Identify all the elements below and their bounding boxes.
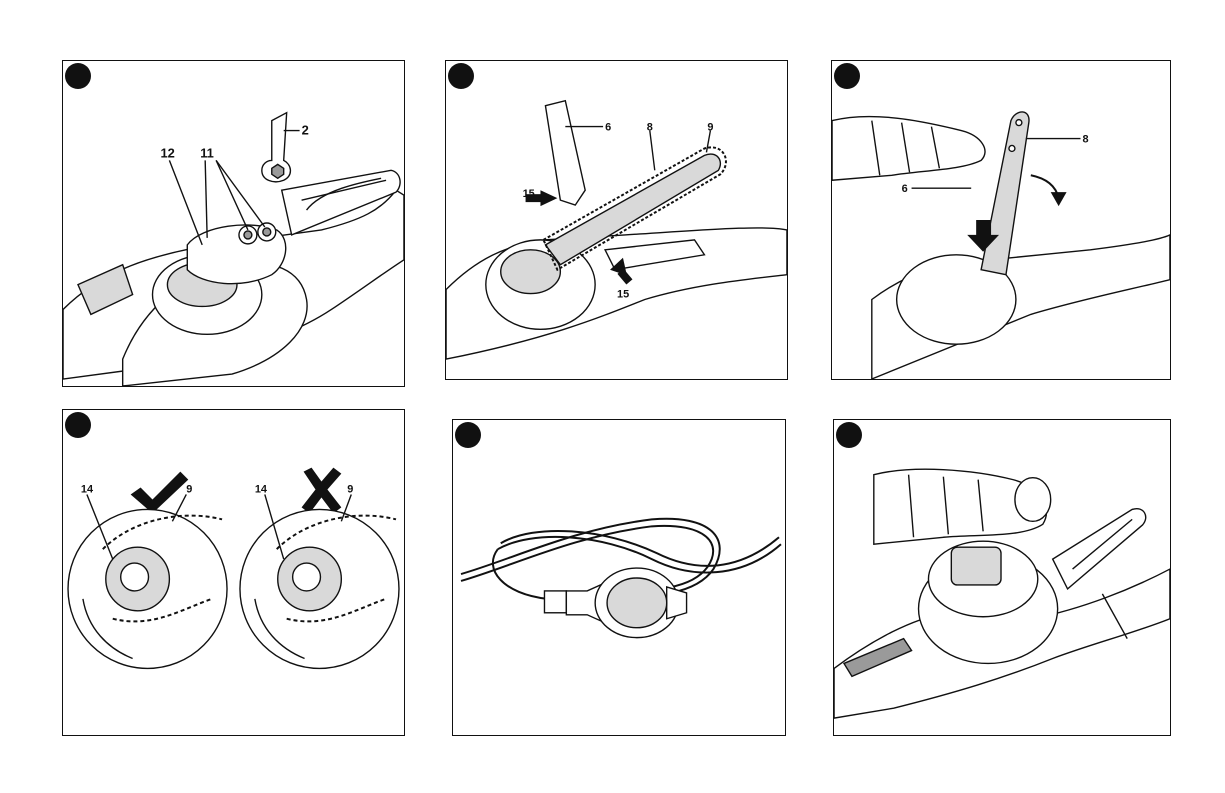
label-9: 9 [707, 122, 713, 134]
label-6: 6 [605, 122, 611, 134]
label-11: 11 [200, 145, 214, 160]
label-14-right: 14 [255, 483, 268, 495]
label-14-left: 14 [81, 483, 94, 495]
label-2: 2 [302, 123, 309, 138]
label-9-right: 9 [347, 483, 353, 495]
illustration-a: 2 11 12 [63, 61, 404, 386]
figure-panel-a: 2 11 12 [62, 60, 405, 387]
figure-panel-b: 6 8 9 15 15 [445, 60, 788, 380]
illustration-b: 6 8 9 15 15 [446, 61, 787, 379]
cross-mark-icon [302, 468, 342, 514]
label-12: 12 [160, 145, 174, 160]
label-8: 8 [1082, 133, 1088, 145]
illustration-f [834, 420, 1170, 735]
label-15-bottom: 15 [617, 289, 629, 301]
figure-panel-c: 8 6 [831, 60, 1171, 380]
label-8: 8 [647, 122, 653, 134]
label-6: 6 [902, 183, 908, 195]
power-plug-icon [544, 568, 686, 638]
illustration-e [453, 420, 785, 735]
figure-panel-f [833, 419, 1171, 736]
illustration-d: 14 9 14 9 [63, 410, 404, 735]
label-15-top: 15 [523, 188, 535, 200]
figure-panel-d: 14 9 14 9 [62, 409, 405, 736]
figure-panel-e [452, 419, 786, 736]
label-9-left: 9 [186, 483, 192, 495]
illustration-c: 8 6 [832, 61, 1170, 379]
